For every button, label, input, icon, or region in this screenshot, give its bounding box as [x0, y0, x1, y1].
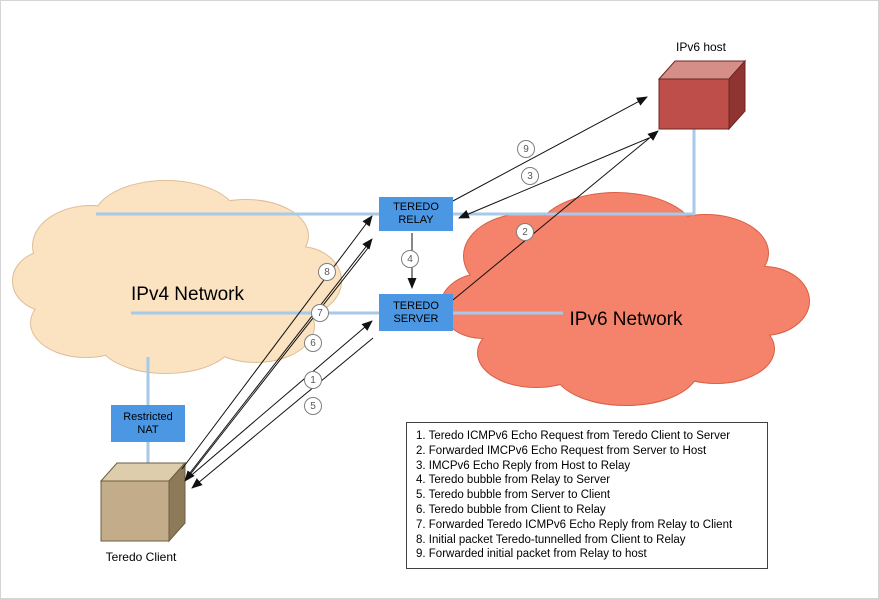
- teredo-relay-line2: RELAY: [398, 214, 434, 226]
- legend-item: 1. Teredo ICMPv6 Echo Request from Tered…: [416, 430, 731, 442]
- arrow-2-server-to-host: [452, 130, 659, 301]
- arrow-1-client-to-server: [186, 320, 373, 480]
- step-marker-5: 5: [304, 397, 322, 415]
- ipv6-host-label: IPv6 host: [675, 40, 727, 54]
- legend-item: 3. IMCPv6 Echo Reply from Host to Relay: [416, 459, 631, 472]
- step-marker-7: 7: [311, 304, 329, 322]
- ipv6-cloud-shape: [440, 192, 810, 406]
- teredo-client-label: Teredo Client: [105, 550, 177, 564]
- teredo-client-cube: [99, 461, 187, 543]
- network-connector-lines: [96, 129, 696, 477]
- legend-item: 9. Forwarded initial packet from Relay t…: [416, 548, 647, 561]
- restricted-nat-node: Restricted NAT: [111, 405, 185, 442]
- ipv6-network-label: IPv6 Network: [569, 309, 683, 330]
- arrow-8-client-to-relay: [181, 215, 373, 470]
- step-marker-8: 8: [318, 263, 336, 281]
- teredo-server-node: TEREDO SERVER: [379, 294, 453, 331]
- legend-item: 8. Initial packet Teredo-tunnelled from …: [416, 533, 686, 546]
- arrow-7-relay-to-client: [184, 247, 369, 482]
- step-marker-2: 2: [516, 223, 534, 241]
- step-marker-1: 1: [304, 371, 322, 389]
- teredo-relay-line1: TEREDO: [393, 201, 439, 213]
- restricted-nat-line2: NAT: [137, 423, 159, 436]
- legend-box: 1. Teredo ICMPv6 Echo Request from Tered…: [406, 422, 768, 569]
- legend-item: 6. Teredo bubble from Client to Relay: [416, 503, 606, 516]
- ipv6-host-cube: [657, 59, 747, 131]
- ipv4-cloud-shape: [12, 180, 342, 374]
- legend-item: 5. Teredo bubble from Server to Client: [416, 489, 611, 502]
- teredo-server-line2: SERVER: [393, 312, 439, 325]
- legend-item: 7. Forwarded Teredo ICMPv6 Echo Reply fr…: [416, 518, 733, 531]
- arrow-6-client-to-relay: [185, 238, 373, 479]
- ipv4-network-label: IPv4 Network: [131, 284, 244, 305]
- step-marker-3: 3: [521, 167, 539, 185]
- step-marker-6: 6: [304, 334, 322, 352]
- step-marker-4: 4: [401, 250, 419, 268]
- arrow-5-server-to-client: [191, 337, 374, 489]
- restricted-nat-line1: Restricted: [123, 410, 173, 423]
- packet-flow-arrows: [181, 96, 659, 489]
- teredo-server-line1: TEREDO: [393, 299, 439, 312]
- arrow-9-relay-to-host: [450, 96, 648, 203]
- step-marker-9: 9: [517, 140, 535, 158]
- legend-item: 2. Forwarded IMCPv6 Echo Request from Se…: [416, 444, 707, 457]
- legend-item: 4. Teredo bubble from Relay to Server: [416, 474, 611, 487]
- teredo-relay-node: TEREDO RELAY: [379, 197, 453, 231]
- arrow-3-host-to-relay: [458, 137, 650, 219]
